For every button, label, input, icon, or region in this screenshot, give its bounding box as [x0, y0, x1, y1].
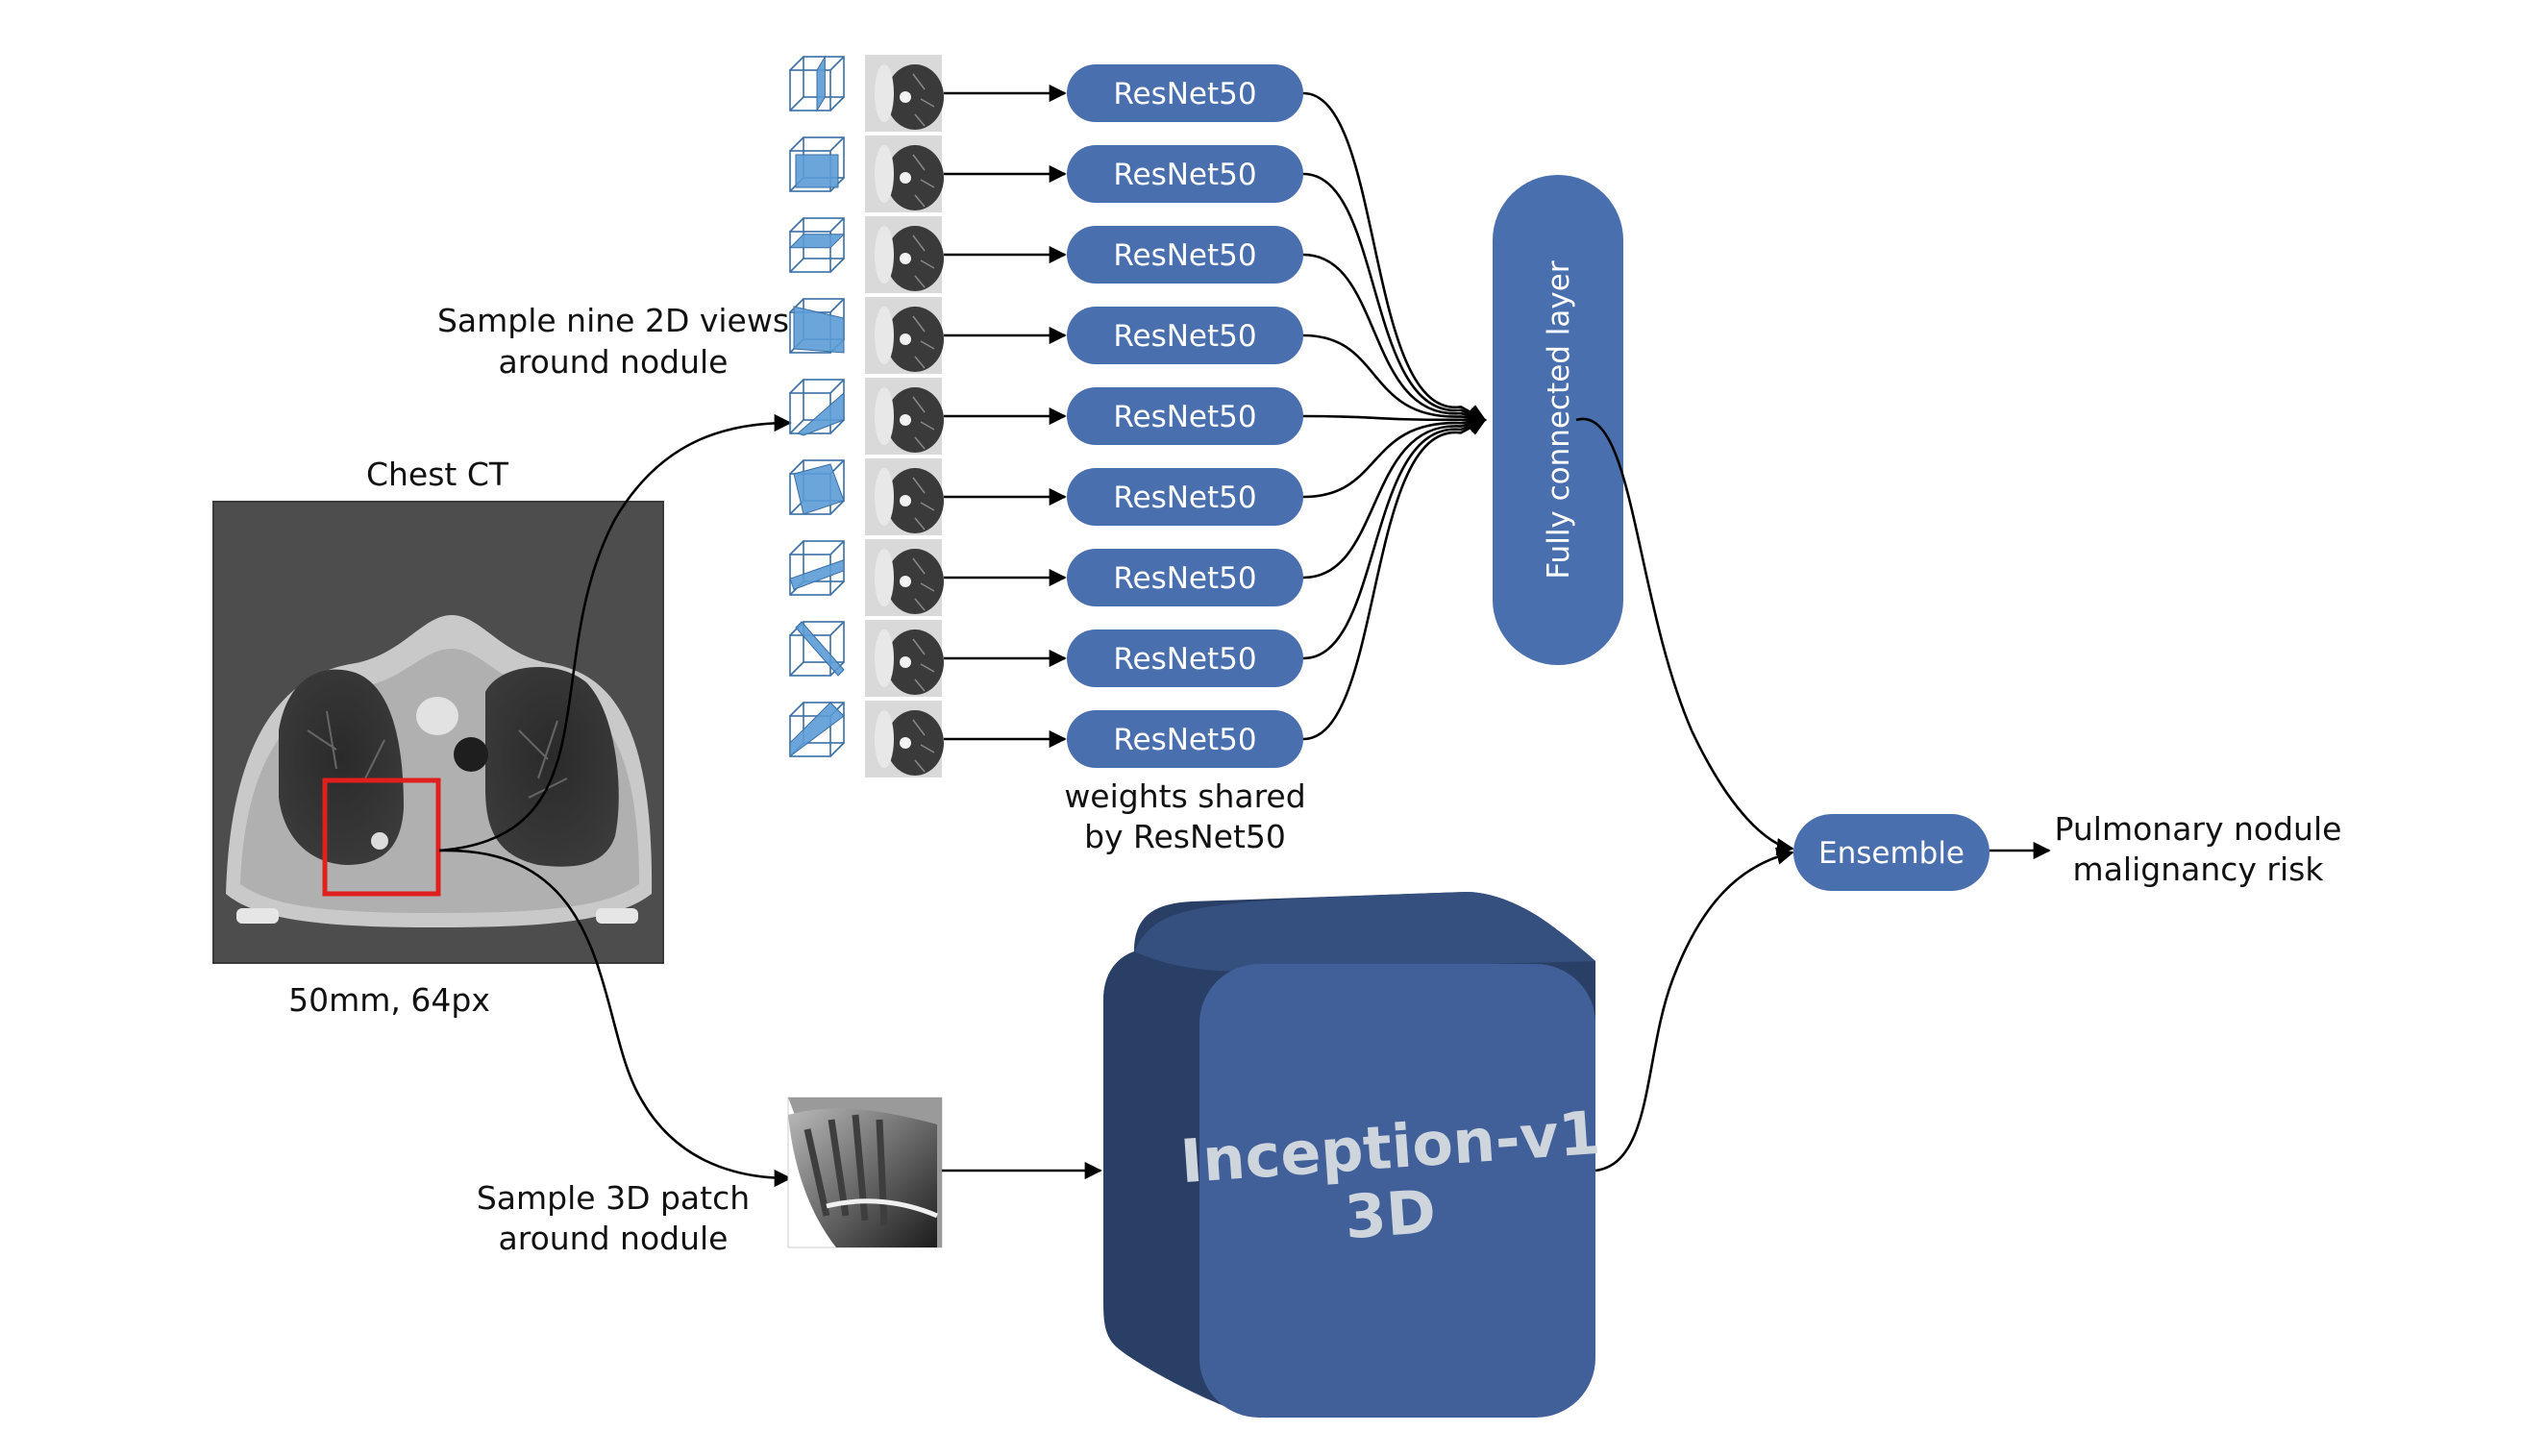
axial-slice-thumbnail: [865, 216, 944, 293]
view-branch-oblique-1: ResNet50: [789, 297, 1487, 427]
fc-to-ensemble-curve: [1575, 417, 1794, 856]
resnet-to-fc-curve: [1302, 172, 1487, 423]
inception-to-ensemble-curve: [1594, 847, 1794, 1172]
resnet-to-fc-curve: [1302, 415, 1487, 580]
view-branch-diagonal-2: ResNet50: [789, 418, 1487, 777]
view-branch-oblique-2: ResNet50: [789, 378, 1487, 455]
resnet-to-fc-curve: [1302, 333, 1487, 427]
ensemble-node: Ensemble: [1793, 814, 1990, 891]
sample-3d-label-line2: around nodule: [499, 1220, 729, 1257]
patch-size-label: 50mm, 64px: [288, 981, 490, 1019]
chest-ct-panel: Chest CT 50mm, 64px: [212, 456, 664, 1019]
oblique-2-slice-thumbnail: [865, 378, 944, 455]
coronal-plane-cube-icon: [789, 136, 845, 192]
resnet-label: ResNet50: [1113, 481, 1256, 515]
resnet-label: ResNet50: [1113, 723, 1256, 757]
view-branch-axial: ResNet50: [788, 216, 1487, 425]
sagittal-slice-thumbnail: [865, 55, 944, 132]
oblique-4-slice-thumbnail: [865, 539, 944, 616]
resnet-node: ResNet50: [1067, 226, 1303, 284]
inception-3d-block: Inception-v1 3D: [1103, 892, 1602, 1419]
diagonal-1-slice-thumbnail: [865, 620, 944, 697]
resnet-label: ResNet50: [1113, 319, 1256, 354]
oblique-3-plane-cube-icon: [789, 459, 845, 515]
resnet-label: ResNet50: [1113, 642, 1256, 677]
fully-connected-layer: Fully connected layer: [1493, 175, 1623, 665]
resnet-node: ResNet50: [1067, 64, 1303, 122]
resnet-node: ResNet50: [1067, 710, 1303, 768]
oblique-4-plane-cube-icon: [789, 540, 845, 596]
output-label-line1: Pulmonary nodule: [2055, 810, 2342, 848]
inception-label-line2: 3D: [1343, 1176, 1438, 1252]
weights-shared-line2: by ResNet50: [1084, 818, 1286, 855]
resnet-label: ResNet50: [1113, 238, 1256, 273]
resnet-label: ResNet50: [1113, 77, 1256, 111]
view-branch-diagonal-1: ResNet50: [789, 417, 1487, 697]
resnet-node: ResNet50: [1067, 629, 1303, 687]
oblique-1-slice-thumbnail: [865, 297, 944, 374]
resnet-label: ResNet50: [1113, 561, 1256, 596]
resnet-to-fc-curve: [1302, 413, 1487, 499]
resnet-node: ResNet50: [1067, 387, 1303, 445]
resnet-label: ResNet50: [1113, 400, 1256, 434]
weights-shared-line1: weights shared: [1064, 777, 1305, 815]
resnet-to-fc-curve: [1302, 418, 1487, 741]
fully-connected-label: Fully connected layer: [1542, 260, 1576, 579]
resnet-to-fc-curve: [1302, 417, 1487, 660]
sample-3d-label-line1: Sample 3D patch: [477, 1179, 750, 1217]
axial-plane-cube-icon: [788, 217, 846, 273]
sample-3d-curve: [438, 849, 792, 1188]
resnet-node: ResNet50: [1067, 549, 1303, 606]
view-branch-oblique-3: ResNet50: [789, 413, 1487, 535]
resnet-node: ResNet50: [1067, 468, 1303, 526]
diagonal-2-plane-cube-icon: [789, 702, 845, 757]
resnet-to-fc-curve: [1302, 410, 1487, 429]
output-label-line2: malignancy risk: [2073, 851, 2325, 888]
sample-2d-label-line1: Sample nine 2D views: [437, 302, 789, 339]
nodule-roi-box: [322, 777, 441, 897]
view-branch-oblique-4: ResNet50: [789, 415, 1487, 616]
chest-ct-image: [212, 501, 664, 964]
resnet-node: ResNet50: [1067, 145, 1303, 203]
sagittal-plane-cube-icon: [789, 55, 845, 112]
ct-3d-patch-image: [787, 1097, 943, 1248]
resnet-to-fc-curve: [1302, 91, 1487, 422]
view-branch-coronal: ResNet50: [789, 136, 1487, 423]
diagonal-2-slice-thumbnail: [865, 701, 944, 777]
diagonal-1-plane-cube-icon: [789, 621, 845, 677]
sample-2d-curve: [438, 413, 792, 852]
resnet-label: ResNet50: [1113, 158, 1256, 192]
coronal-slice-thumbnail: [865, 136, 944, 212]
view-branch-sagittal: ResNet50: [789, 55, 1487, 422]
resnet-to-fc-curve: [1302, 253, 1487, 425]
oblique-1-plane-cube-icon: [789, 298, 845, 354]
sample-2d-label-line2: around nodule: [499, 343, 729, 381]
view-branches: ResNet50ResNet50ResNet50ResNet50ResNet50…: [788, 55, 1487, 777]
resnet-node: ResNet50: [1067, 307, 1303, 364]
ensemble-label: Ensemble: [1818, 836, 1965, 871]
chest-ct-title: Chest CT: [366, 456, 509, 493]
oblique-2-plane-cube-icon: [789, 379, 845, 436]
oblique-3-slice-thumbnail: [865, 458, 944, 535]
